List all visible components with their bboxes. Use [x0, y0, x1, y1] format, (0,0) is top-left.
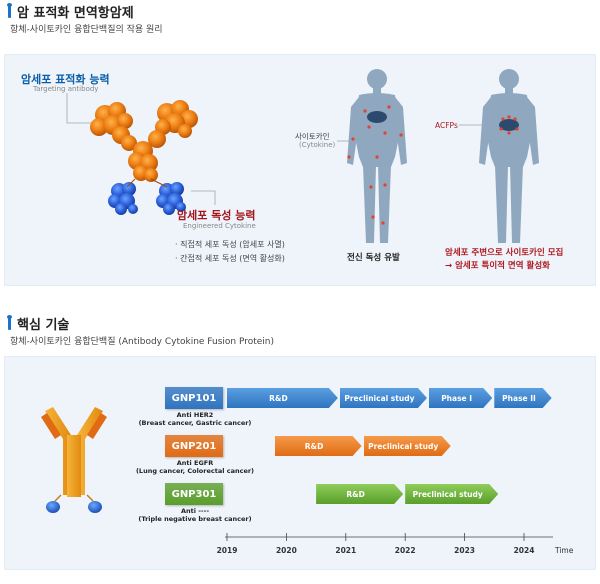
targeted-caption-line1: 암세포 주변으로 사이토카인 모집: [445, 248, 564, 258]
stage-arrow-gnp201-0: R&D: [275, 436, 362, 456]
pipeline-panel: GNP101 Anti HER2 (Breast cancer, Gastric…: [4, 356, 596, 570]
targeting-title: 암세포 표적화 능력: [21, 73, 110, 86]
targeting-sub: Targeting antibody: [33, 85, 99, 93]
title-bullet-icon: [7, 2, 12, 18]
acfps-label: ACFPs: [435, 121, 458, 130]
timeline-year-label: 2023: [454, 546, 476, 555]
stage-arrow-gnp301-1: Preclinical study: [405, 484, 498, 504]
timeline-axis: [225, 533, 553, 541]
timeline-ticks: [226, 533, 525, 541]
systemic-toxicity-caption: 전신 독성 유발: [347, 253, 400, 263]
program-target-gnp101: Anti HER2 (Breast cancer, Gastric cancer…: [138, 411, 252, 427]
section-title-2-text: 핵심 기술: [17, 318, 70, 333]
program-target-gnp301: Anti ---- (Triple negative breast cancer…: [138, 507, 252, 523]
cytotoxic-item-2: · 간접적 세포 독성 (면역 활성화): [175, 254, 285, 263]
program-box-gnp101: GNP101: [165, 387, 223, 409]
cytokine-label: 사이토카인: [295, 132, 330, 141]
program-box-gnp301: GNP301: [165, 483, 223, 505]
human-body-systemic-icon: [347, 69, 407, 243]
section-subtitle-2: 항체-사이토카인 융합단백질 (Antibody Cytokine Fusion…: [10, 337, 275, 347]
stage-arrow-gnp101-1: Preclinical study: [340, 388, 427, 408]
program-target-gnp201: Anti EGFR (Lung cancer, Colorectal cance…: [135, 459, 255, 475]
human-body-targeted-icon: [479, 69, 539, 243]
fusion-protein-molecule-icon: [90, 100, 198, 215]
timeline-year-label: 2021: [335, 546, 357, 555]
title-bullet-icon: [7, 314, 12, 330]
targeted-activation-caption: 암세포 주변으로 사이토카인 모집 → 암세포 특이적 면역 활성화: [445, 247, 563, 273]
stage-arrow-gnp101-2: Phase I: [429, 388, 492, 408]
section-title-2: 핵심 기술: [7, 314, 70, 333]
section-title-1: 암 표적화 면역항암제: [7, 2, 134, 21]
mechanism-panel: 암세포 표적화 능력 Targeting antibody: [4, 54, 596, 286]
targeted-caption-line2: → 암세포 특이적 면역 활성화: [445, 261, 550, 271]
timeline-year-label: 2024: [513, 546, 535, 555]
program-box-gnp201: GNP201: [165, 435, 223, 457]
stage-arrow-gnp101-3: Phase II: [494, 388, 551, 408]
antibody-icon: [41, 407, 107, 513]
cytotoxic-item-1: · 직접적 세포 독성 (암세포 사멸): [175, 240, 285, 249]
stage-arrow-gnp301-0: R&D: [316, 484, 403, 504]
stage-arrow-gnp101-0: R&D: [227, 388, 338, 408]
time-axis-label: Time: [555, 546, 574, 555]
timeline-year-label: 2020: [275, 546, 297, 555]
cytokine-label-sub: (Cytokine): [299, 141, 336, 149]
timeline-year-label: 2022: [394, 546, 416, 555]
stage-arrow-gnp201-1: Preclinical study: [364, 436, 451, 456]
section-subtitle-1: 항체-사이토카인 융합단백질의 작용 원리: [10, 25, 163, 35]
cytotoxic-title: 암세포 독성 능력: [177, 209, 256, 222]
cytotoxic-sub: Engineered Cytokine: [183, 222, 256, 230]
timeline-year-label: 2019: [216, 546, 238, 555]
section-title-1-text: 암 표적화 면역항암제: [17, 6, 134, 21]
